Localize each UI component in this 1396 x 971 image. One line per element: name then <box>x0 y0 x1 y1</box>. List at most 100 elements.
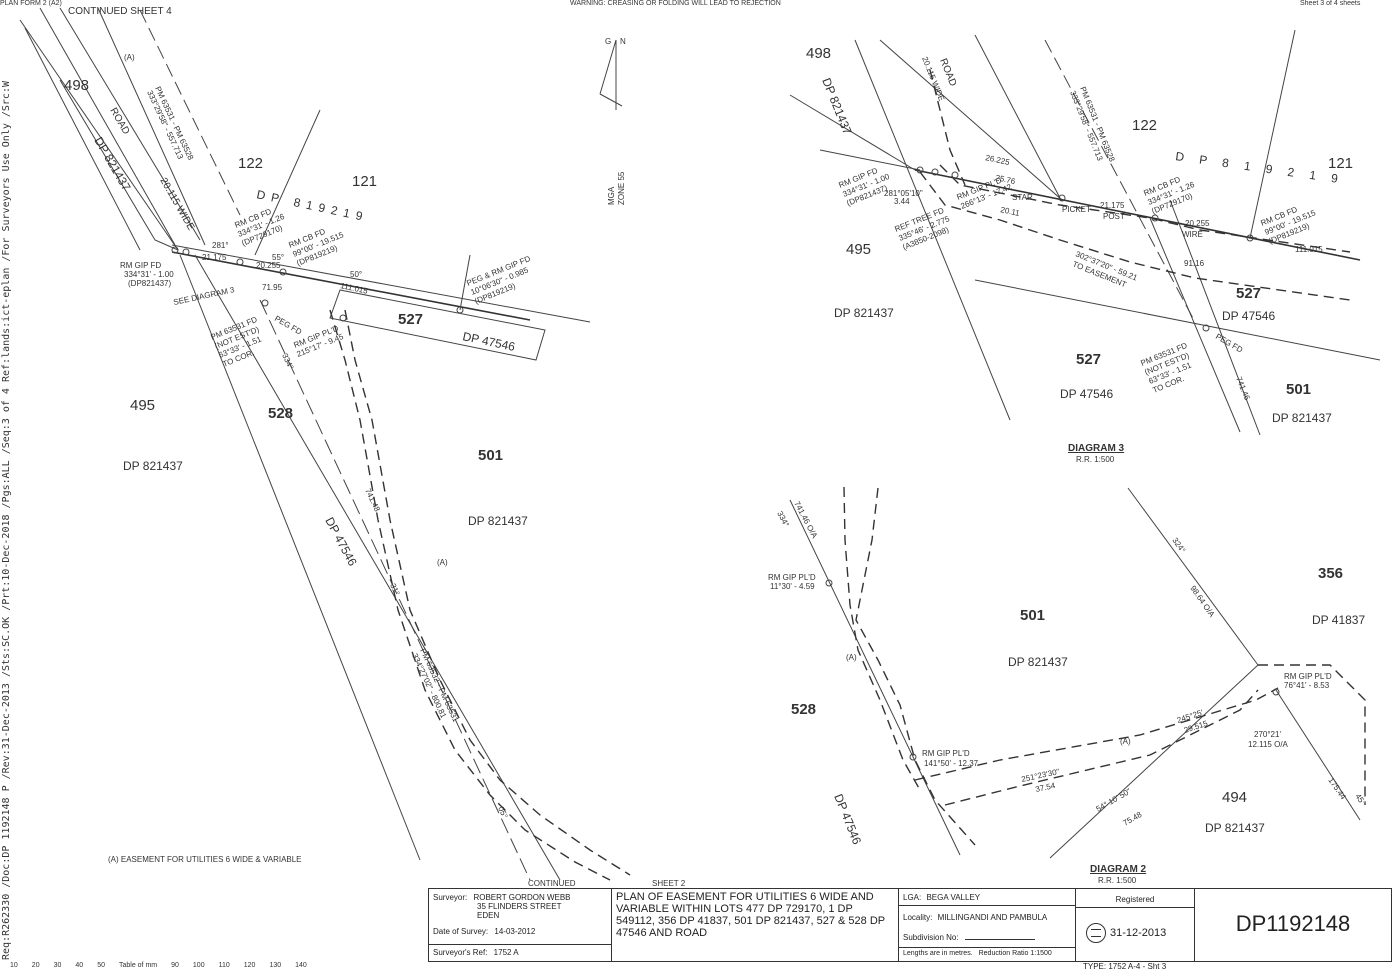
d2-easement-vertical-east <box>855 487 976 846</box>
d3-lot-label: 121 <box>1328 155 1353 172</box>
d2-boundary-east <box>1275 689 1361 821</box>
boundary-528-501-west <box>179 254 421 861</box>
diagram-2: 501 356 528 494 DP 821437 DP 41837 DP 47… <box>768 486 1368 885</box>
ruler-tick: 30 <box>53 962 62 969</box>
lengths-note: Lengths are in metres. <box>903 950 973 957</box>
dp-label: DP 821437 <box>123 459 183 473</box>
d3-easement-south <box>919 171 1351 301</box>
d2-boundary-494 <box>1049 664 1259 859</box>
date-label: Date of Survey: <box>433 927 489 936</box>
d2-rm1-label-b: 11°30' - 4.59 <box>770 582 815 591</box>
d2-easement-south <box>914 687 1279 781</box>
header-center: WARNING: CREASING OR FOLDING WILL LEAD T… <box>570 0 781 7</box>
d2-3754-label: 37.54 <box>1035 781 1057 794</box>
dp-label: DP 821437 <box>468 514 528 528</box>
bearing-111015: 111.015 <box>340 281 370 296</box>
bearing-20255: 20.255 <box>256 261 281 270</box>
ref-label: Surveyor's Ref: <box>433 948 488 957</box>
d3-bearing-2576: 25.76 <box>995 173 1017 186</box>
peg-rm-gip-mark <box>456 306 464 314</box>
header-right: Sheet 3 of 4 sheets <box>1300 0 1361 7</box>
d2-boundary-west <box>789 499 961 856</box>
peg-fd-label: PEG FD <box>273 314 303 337</box>
surveyor-name: ROBERT GORDON WEBB <box>473 893 571 902</box>
mga-label: MGA <box>607 186 616 205</box>
d2-rm-mark-1 <box>825 579 833 587</box>
d3-road-west <box>854 39 1011 421</box>
d2-12115-label: 12.115 O/A <box>1248 740 1289 749</box>
bearing-05: 05° <box>496 805 509 820</box>
scale-ruler: 10 20 30 40 50 Table of mm 90 100 110 12… <box>10 962 307 969</box>
d2-lot-label: 494 <box>1222 789 1247 806</box>
lot-498-boundary <box>59 79 179 251</box>
d3-boundary-b <box>1149 217 1241 433</box>
d2-title: DIAGRAM 2 <box>1090 864 1147 875</box>
road-north-edge <box>171 244 591 323</box>
bearing-74148: 741.48 <box>363 487 382 513</box>
reduction-ratio: Reduction Ratio 1:1500 <box>978 950 1052 957</box>
ruler-tick: 40 <box>75 962 84 969</box>
lot-495-west <box>24 27 141 251</box>
easement-a-label-north: (A) <box>124 53 135 62</box>
d2-dp-label: DP 821437 <box>1008 655 1068 669</box>
d2-ratio: R.R. 1:500 <box>1098 876 1137 885</box>
rm-cb-mark <box>236 258 244 266</box>
d3-lot-label: 495 <box>846 241 871 258</box>
rm-gip-label-b: 334°31' - 1.00 <box>124 270 174 279</box>
continued-top-label: CONTINUED SHEET 4 <box>68 6 172 17</box>
d3-bearing-281-05: 281°05'10" <box>884 189 923 198</box>
d3-easement-north-b <box>929 69 966 186</box>
lot-label: 501 <box>478 447 503 464</box>
bearing-31: 31° <box>388 582 401 597</box>
d3-lot-527-line <box>974 279 1381 361</box>
d3-road-east <box>879 39 1063 201</box>
d3-picket-label: PICKET <box>1062 205 1091 214</box>
rm-gip-pld-mark <box>339 314 347 322</box>
d2-rm2-label: RM GIP PL'D <box>922 749 970 758</box>
d3-pm-traverse <box>1044 39 1196 323</box>
d2-easement-a: (A) <box>846 653 857 662</box>
d3-lot-label: 527 <box>1236 285 1261 302</box>
d3-bearing-21175: 21.175 <box>1100 201 1125 210</box>
diagram-3: 498 122 121 495 527 527 501 DP 821437 D … <box>789 29 1381 464</box>
d2-lot-label: 528 <box>791 701 816 718</box>
dp-label: DP 821437 <box>91 135 133 194</box>
d3-lot-121-line <box>1249 29 1296 239</box>
registered-panel: Registered 31-12-2013 <box>1076 889 1195 961</box>
surveyor-label: Surveyor: <box>433 893 468 902</box>
subdivision-label: Subdivision No: <box>903 933 959 942</box>
surveyor-panel: Surveyor: ROBERT GORDON WEBB 35 FLINDERS… <box>429 889 612 961</box>
d2-boundary-356 <box>1127 487 1259 666</box>
rm-gip-label-c: (DP821437) <box>128 279 171 288</box>
d3-344-label: 3.44 <box>894 197 910 206</box>
lga-value: BEGA VALLEY <box>926 893 981 902</box>
registered-date: 31-12-2013 <box>1110 927 1167 939</box>
ruler-tick: 130 <box>269 962 282 969</box>
ruler-tick: 50 <box>97 962 105 969</box>
d2-easement-north <box>944 689 1259 806</box>
header-left: PLAN FORM 2 (A2) <box>0 0 62 7</box>
bearing-281: 281° <box>212 241 229 250</box>
date-value: 14-03-2012 <box>494 927 536 936</box>
zone-label: ZONE 55 <box>617 171 626 205</box>
lot-498-line <box>39 7 176 246</box>
plan-number: DP1192148 <box>1235 911 1351 936</box>
lot-label: 528 <box>268 405 293 422</box>
d3-dp-label: DP 47546 <box>1060 387 1113 401</box>
north-label: N <box>620 37 626 46</box>
d3-wire-label: WIRE <box>1182 230 1203 239</box>
rm-gip-mark <box>171 246 179 254</box>
d3-dp-label: DP 47546 <box>1222 309 1275 323</box>
d3-lot-label: 122 <box>1132 117 1157 134</box>
d3-bearing-9116: 91.16 <box>1184 259 1205 268</box>
d3-rm-cb2-mark <box>1246 234 1254 242</box>
d3-dp-label: DP 821437 <box>834 306 894 320</box>
registration-seal-icon <box>1086 923 1106 943</box>
d3-picket-mark <box>1058 194 1066 202</box>
d3-lot-495-line <box>819 149 921 171</box>
d2-easement-a-2: (A) <box>1120 737 1131 746</box>
road-boundary-west <box>19 19 179 251</box>
easement-corridor-east <box>344 309 631 876</box>
ruler-tick: 100 <box>192 962 205 969</box>
d3-lot-label: 498 <box>806 45 831 62</box>
